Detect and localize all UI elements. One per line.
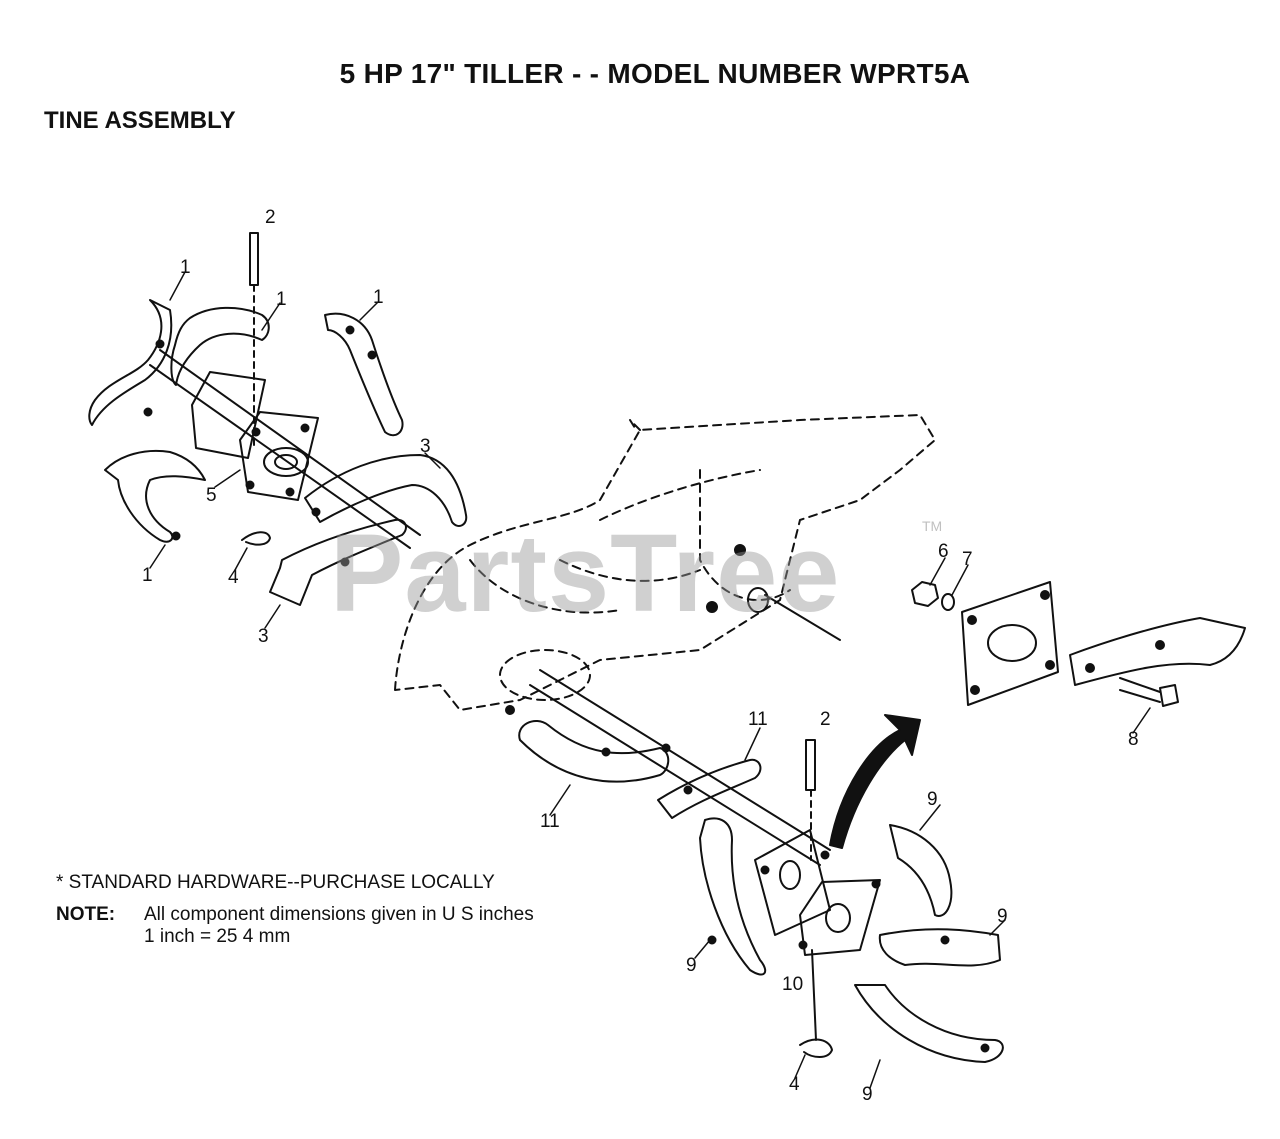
tine-part-1-right — [324, 312, 404, 437]
callout-9-bottom: 9 — [862, 1084, 873, 1105]
right-hardware — [911, 581, 1246, 707]
callout-10: 10 — [782, 974, 804, 995]
tine-blade-right — [1069, 617, 1246, 686]
tine-part-9-mid — [878, 928, 1001, 967]
callout-7: 7 — [962, 549, 973, 570]
leader-lines — [149, 271, 1151, 1089]
notes-block: * STANDARD HARDWARE--PURCHASE LOCALLY NO… — [56, 872, 534, 948]
tine-part-3-lower — [269, 518, 407, 606]
callout-9-top: 9 — [927, 789, 938, 810]
callout-4-lower: 4 — [789, 1074, 800, 1095]
tine-part-3-upper — [304, 454, 468, 527]
callout-9-right: 9 — [997, 906, 1008, 927]
hairpin-clip-left — [241, 531, 271, 546]
note-line-2: 1 inch = 25 4 mm — [144, 926, 291, 947]
callout-11-right: 11 — [748, 709, 768, 730]
callout-1-c: 1 — [373, 287, 384, 308]
tine-part-11-left — [518, 720, 670, 783]
tine-part-9-left — [699, 817, 767, 976]
callout-11-left: 11 — [540, 811, 560, 832]
left-tine-set — [88, 232, 468, 606]
hex-bolt-8 — [1119, 677, 1161, 703]
callout-3-lower: 3 — [258, 626, 269, 647]
tine-shaft-center — [529, 669, 831, 866]
lower-tine-set — [518, 714, 1004, 1063]
tine-part-9-top — [889, 824, 953, 917]
tiller-frame-outline — [394, 414, 936, 711]
callout-4-left: 4 — [228, 567, 239, 588]
tine-part-1-lower — [104, 449, 206, 543]
tine-part-1-upper — [170, 306, 270, 386]
section-title: TINE ASSEMBLY — [44, 107, 236, 134]
hex-nut-6 — [911, 581, 939, 607]
rotation-arrow — [829, 714, 921, 849]
clevis-pin-top — [249, 232, 259, 286]
hub-collar — [263, 447, 309, 477]
callout-9-left: 9 — [686, 955, 697, 976]
tine-part-1-left — [88, 299, 173, 426]
callout-1-d: 1 — [142, 565, 153, 586]
flange-plate-lower — [754, 829, 831, 936]
standard-hardware-note: * STANDARD HARDWARE--PURCHASE LOCALLY — [56, 872, 495, 893]
trademark-mark: TM — [922, 518, 943, 534]
adapter-plate — [961, 581, 1059, 706]
callout-8: 8 — [1128, 729, 1139, 750]
callout-5: 5 — [206, 485, 217, 506]
callout-1-a: 1 — [180, 257, 191, 278]
note-line-1: All component dimensions given in U S in… — [144, 904, 534, 925]
watermark-text: PartsTree — [330, 512, 841, 635]
clevis-pin-lower — [805, 739, 816, 791]
page-title: 5 HP 17" TILLER - - MODEL NUMBER WPRT5A — [339, 58, 971, 89]
callout-2-lower: 2 — [820, 709, 831, 730]
note-label: NOTE: — [56, 904, 116, 925]
hairpin-clip-lower — [799, 1038, 833, 1058]
tine-part-11-right — [657, 758, 762, 819]
callout-1-b: 1 — [276, 289, 287, 310]
lock-washer-7 — [941, 593, 955, 611]
callout-6: 6 — [938, 541, 949, 562]
callout-2-top: 2 — [265, 207, 276, 228]
callout-3-upper: 3 — [420, 436, 431, 457]
tine-shaft-left — [149, 349, 421, 549]
tine-part-9-bottom — [854, 984, 1004, 1063]
